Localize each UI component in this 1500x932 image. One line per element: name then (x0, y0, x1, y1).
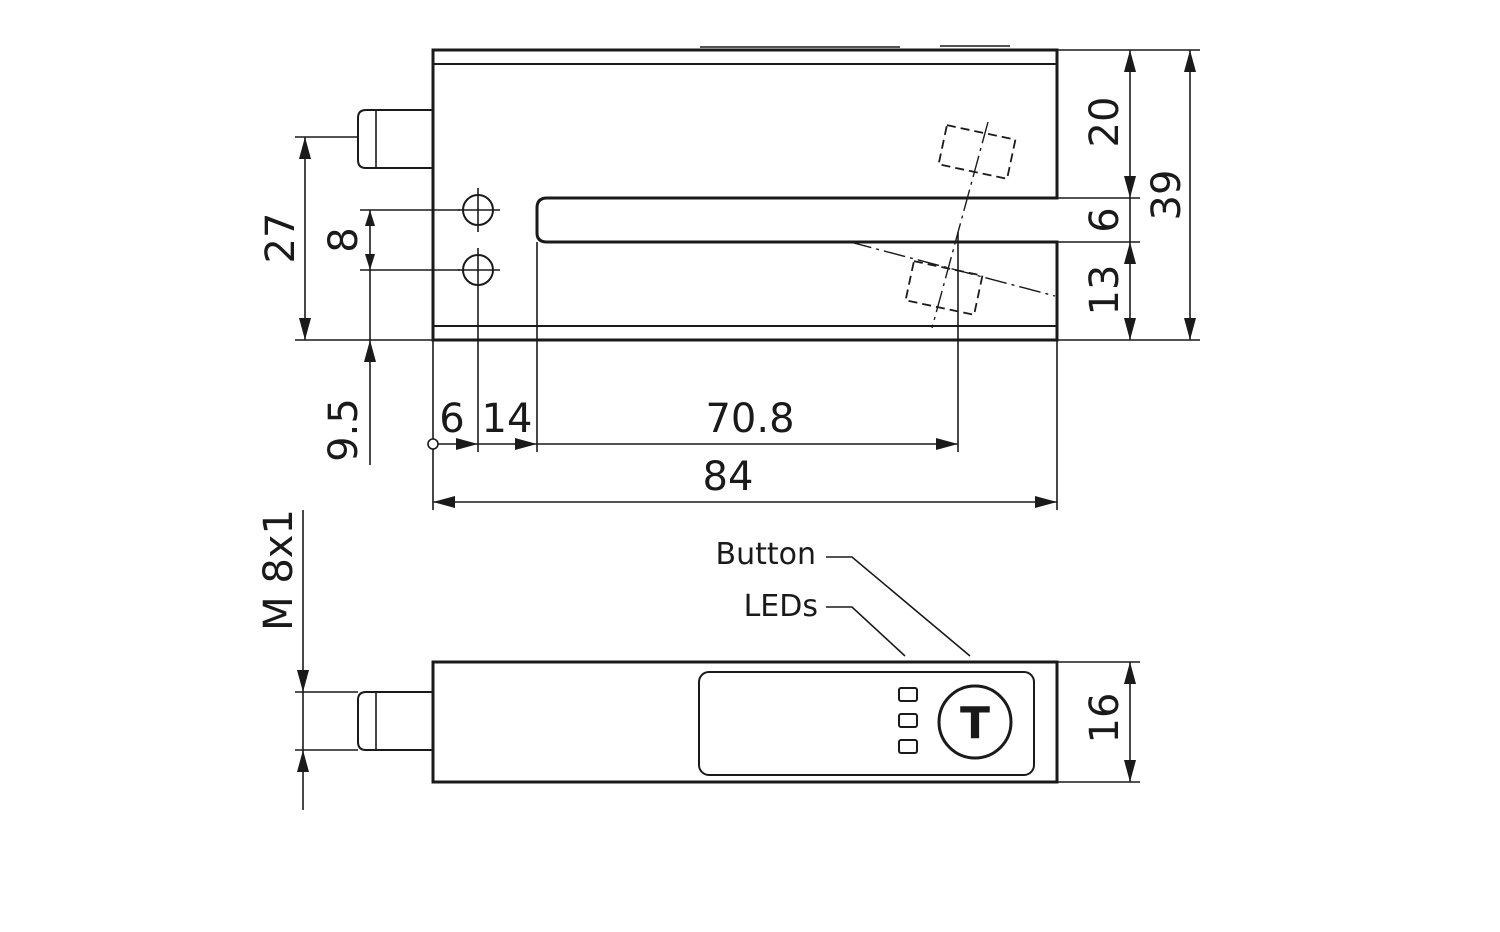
side-housing (431, 660, 1059, 784)
button-leader (826, 556, 971, 657)
side-view: T M 8x1 16 Button LEDs (256, 509, 1140, 810)
mounting-hole-lower (458, 248, 500, 290)
led-indicator-2 (898, 713, 918, 728)
dim-slot-width: 6 (1082, 207, 1128, 232)
teach-button-glyph: T (960, 698, 990, 749)
mounting-hole-upper (458, 188, 500, 232)
beam-line (849, 241, 1056, 297)
dim-x-hole: 6 (439, 396, 464, 442)
led-indicator-1 (898, 687, 918, 702)
optic-center-line (931, 121, 989, 329)
dim-hole-offset: 9.5 (321, 398, 367, 462)
led-indicator-3 (898, 739, 918, 754)
dim-hole-spacing: 8 (321, 227, 367, 252)
dim-height-bottom: 13 (1082, 265, 1128, 316)
dim-connector-height: 27 (258, 213, 304, 264)
dim-height-top: 20 (1082, 97, 1128, 148)
top-view: 20 6 13 39 27 8 9.5 (258, 45, 1200, 510)
dim-total-length: 84 (703, 454, 754, 500)
housing-outline (431, 48, 1059, 342)
button-callout-label: Button (716, 537, 817, 572)
connector-side (357, 691, 433, 751)
connector-top (357, 109, 433, 169)
optic-lower-hidden (904, 260, 984, 316)
optic-upper-hidden (937, 124, 1017, 180)
teach-button (937, 684, 1013, 760)
control-panel (698, 671, 1035, 776)
dim-side-height: 16 (1082, 693, 1128, 744)
leds-callout-label: LEDs (744, 589, 818, 624)
dim-slot-depth: 70.8 (705, 396, 794, 442)
dim-height-total: 39 (1144, 170, 1190, 221)
thread-label: M 8x1 (256, 509, 302, 631)
leds-leader (826, 606, 906, 657)
dim-x-slot-start: 14 (482, 396, 533, 442)
